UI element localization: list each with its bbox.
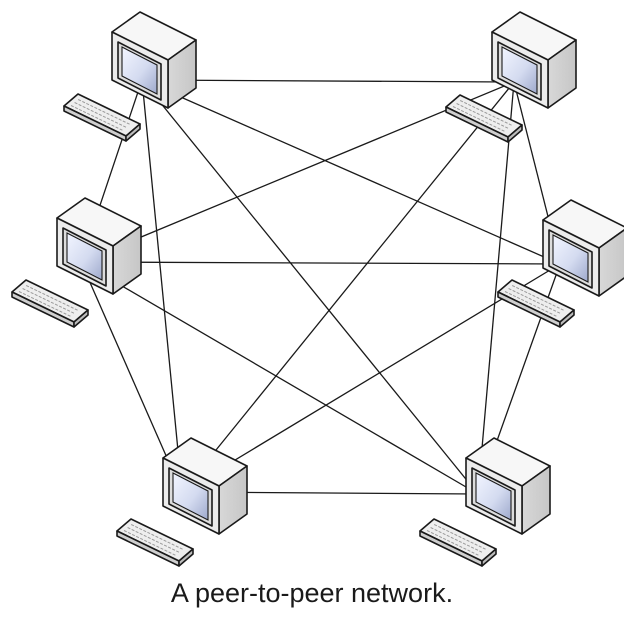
keyboard-icon bbox=[445, 94, 523, 143]
link-middle-right-to-bottom-left bbox=[181, 263, 561, 493]
link-top-right-to-bottom-right bbox=[477, 81, 515, 495]
keyboard-icon bbox=[11, 279, 89, 328]
link-top-right-to-middle-left bbox=[80, 81, 515, 263]
keyboard-icon bbox=[419, 518, 497, 567]
diagram-caption: A peer-to-peer network. bbox=[170, 578, 454, 608]
link-top-left-to-top-right bbox=[141, 79, 515, 83]
node-bottom-right bbox=[419, 437, 551, 567]
node-middle-right bbox=[497, 199, 624, 328]
desktop-computer-icon bbox=[465, 437, 551, 535]
desktop-computer-icon bbox=[111, 11, 197, 109]
desktop-computer-icon bbox=[162, 437, 248, 535]
keyboard-icon bbox=[116, 518, 194, 567]
keyboard-icon bbox=[63, 93, 141, 142]
node-bottom-left bbox=[116, 437, 248, 567]
keyboard-icon bbox=[497, 279, 575, 328]
node-middle-left bbox=[11, 197, 142, 328]
link-top-left-to-bottom-right bbox=[141, 79, 479, 495]
link-top-left-to-bottom-left bbox=[141, 79, 183, 493]
network-nodes bbox=[11, 11, 624, 567]
desktop-computer-icon bbox=[491, 11, 577, 109]
link-middle-left-to-middle-right bbox=[80, 261, 561, 265]
link-middle-left-to-bottom-left bbox=[80, 261, 183, 493]
network-links bbox=[80, 79, 561, 495]
link-top-left-to-middle-right bbox=[141, 79, 561, 265]
link-top-right-to-bottom-left bbox=[181, 81, 515, 493]
node-top-left bbox=[63, 11, 197, 142]
link-middle-left-to-bottom-right bbox=[80, 261, 479, 495]
node-top-right bbox=[445, 11, 577, 143]
desktop-computer-icon bbox=[56, 197, 142, 295]
desktop-computer-icon bbox=[542, 199, 624, 297]
